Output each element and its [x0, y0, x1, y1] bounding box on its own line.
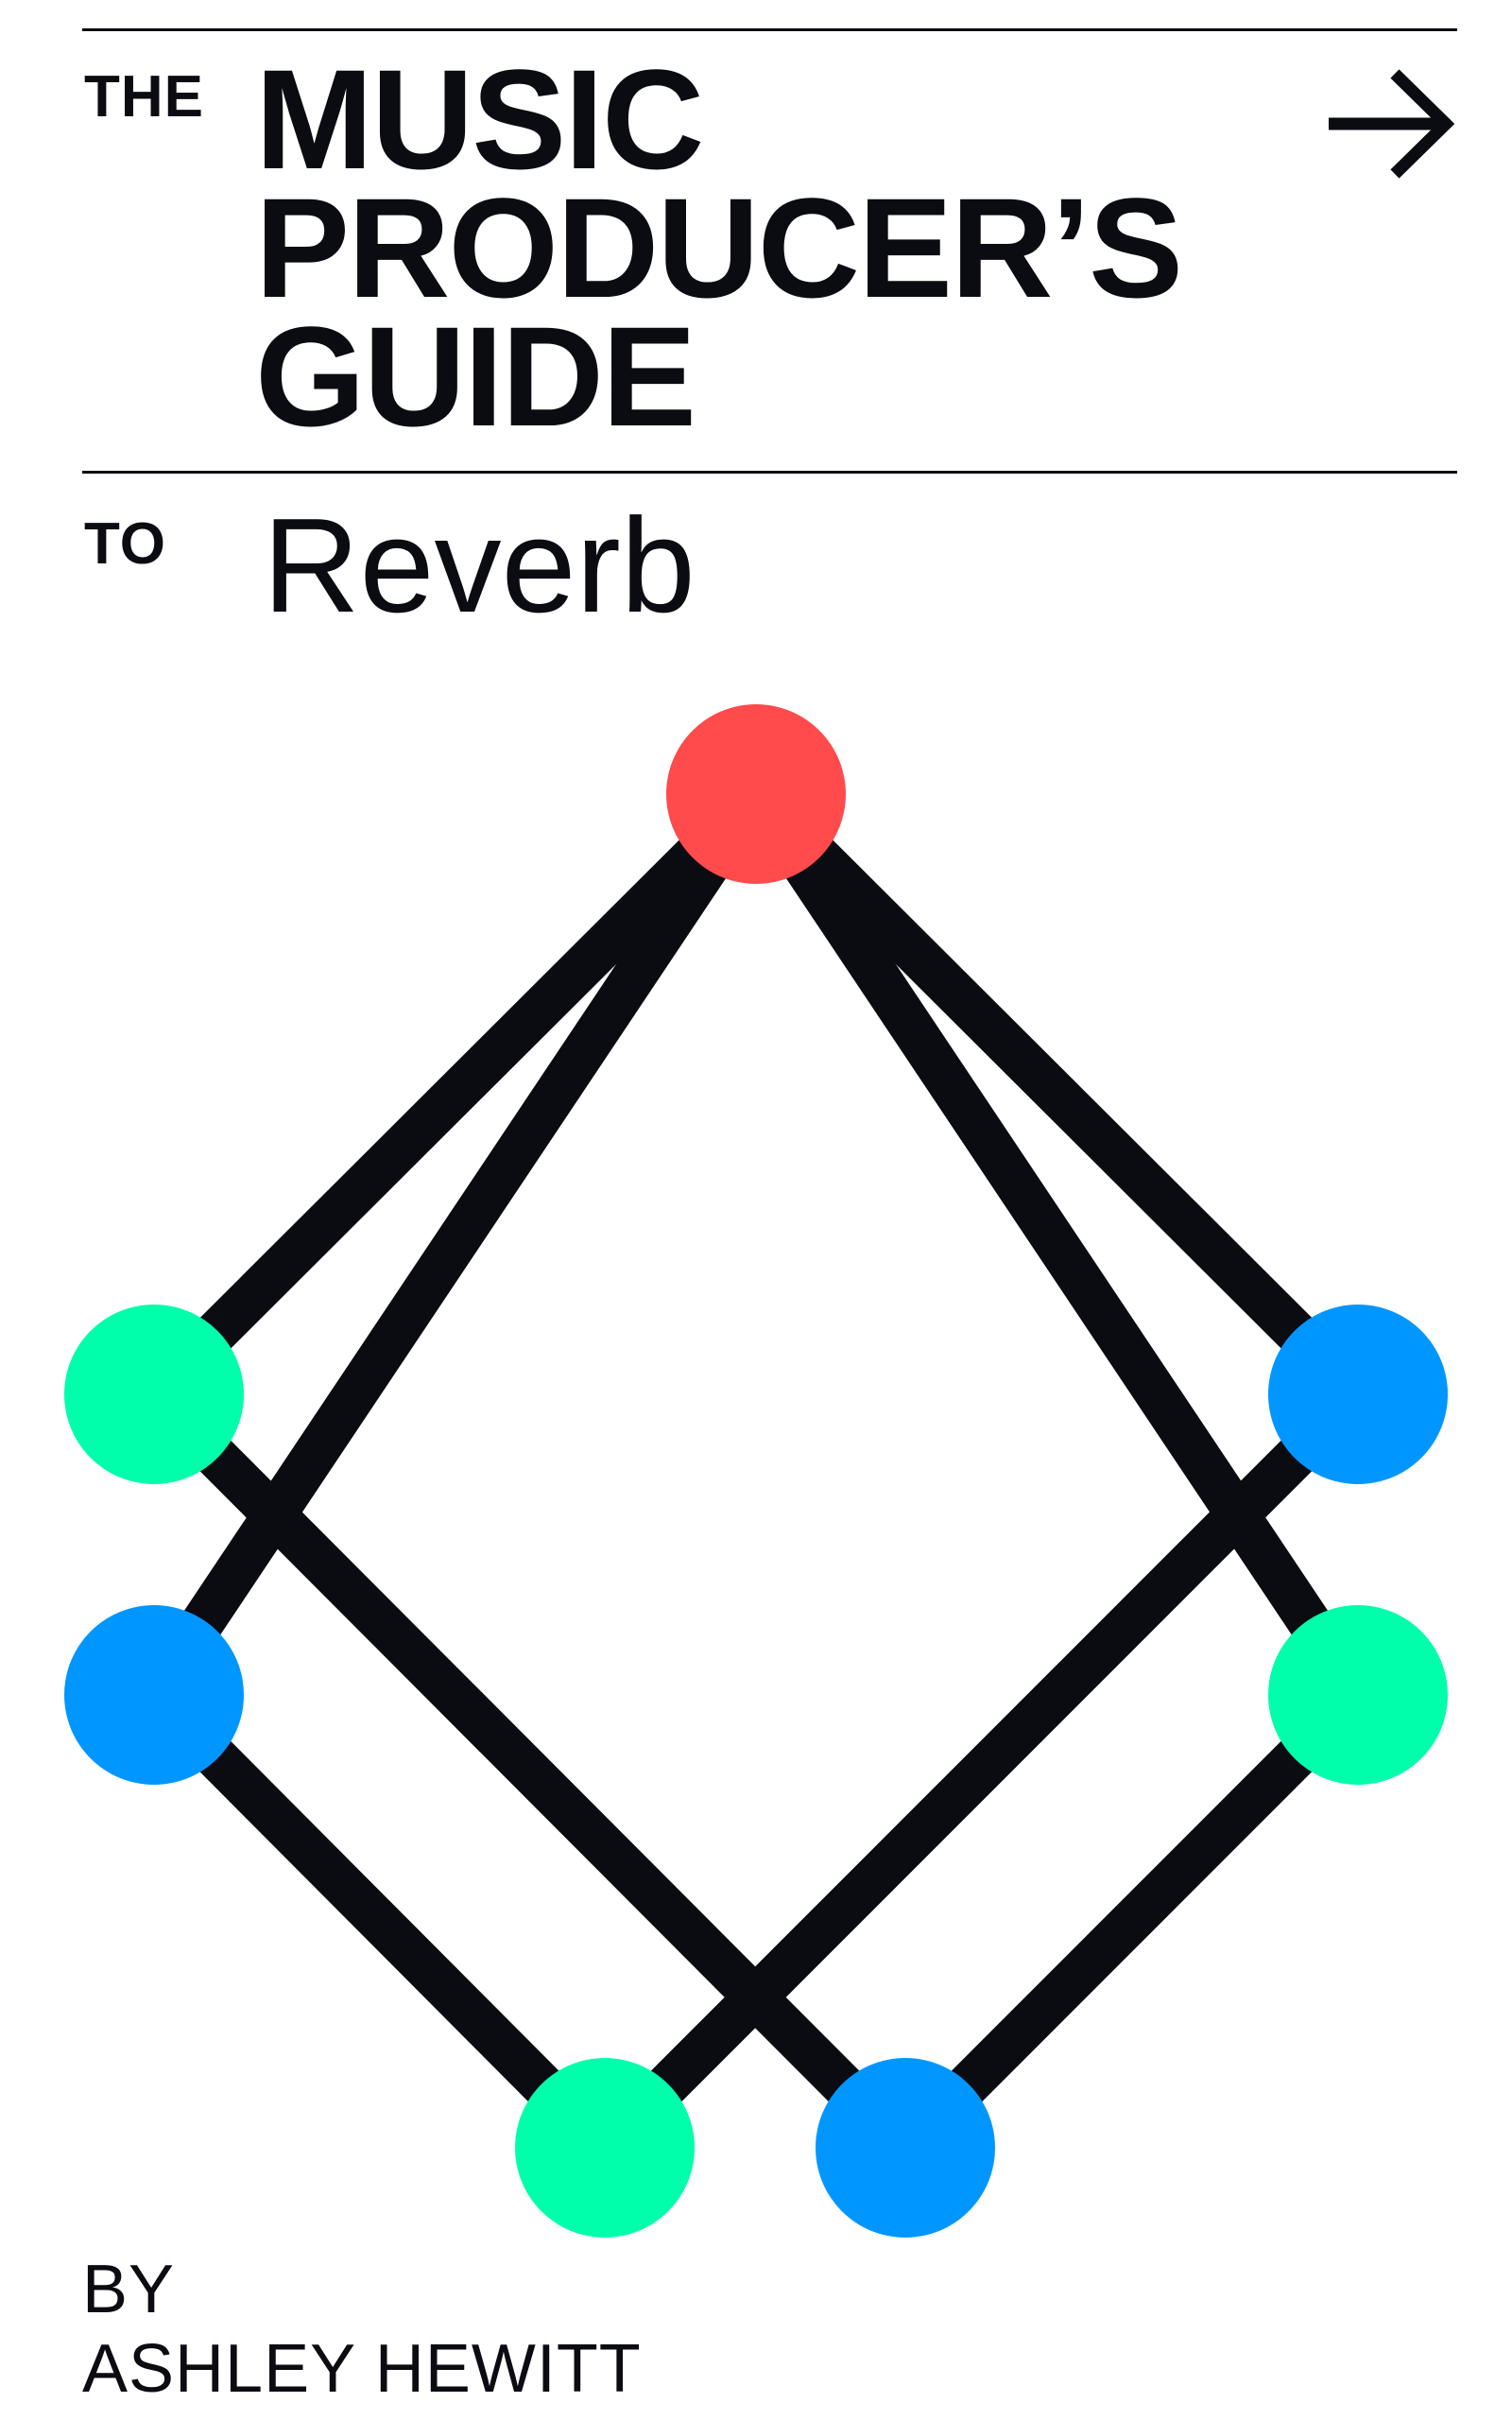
- title-line: MUSIC: [255, 40, 704, 199]
- nodes: [64, 704, 1448, 2238]
- connection-line: [737, 782, 1377, 1707]
- book-subject: Reverb: [263, 491, 696, 641]
- connection-line: [135, 782, 775, 1707]
- title-line: PRODUCER’S: [255, 168, 1183, 327]
- connection-line: [889, 1679, 1374, 2164]
- node-green: [1268, 1605, 1448, 1785]
- byline: BY ASHLEY HEWITT: [82, 2250, 642, 2409]
- title-line: GUIDE: [255, 297, 696, 456]
- middle-divider: [82, 471, 1457, 474]
- node-green: [515, 2058, 695, 2238]
- by-label: BY: [82, 2252, 176, 2327]
- title-prefix: THE: [84, 64, 204, 130]
- top-divider: [82, 28, 1457, 31]
- connection-lines: [135, 778, 1377, 2164]
- node-green: [64, 1305, 244, 1484]
- subtitle-prefix: TO: [84, 511, 166, 577]
- book-title: MUSIC PRODUCER’S GUIDE: [255, 40, 1342, 456]
- connection-line: [138, 778, 772, 1410]
- node-blue: [816, 2058, 995, 2238]
- node-red: [666, 704, 846, 884]
- node-blue: [64, 1605, 244, 1785]
- connection-line: [740, 778, 1374, 1410]
- node-blue: [1268, 1305, 1448, 1484]
- author-name: ASHLEY HEWITT: [82, 2331, 642, 2407]
- connection-line: [589, 1378, 1374, 2164]
- arrow-right-icon: [1329, 69, 1455, 179]
- connection-line: [138, 1378, 921, 2164]
- connection-line: [138, 1679, 621, 2164]
